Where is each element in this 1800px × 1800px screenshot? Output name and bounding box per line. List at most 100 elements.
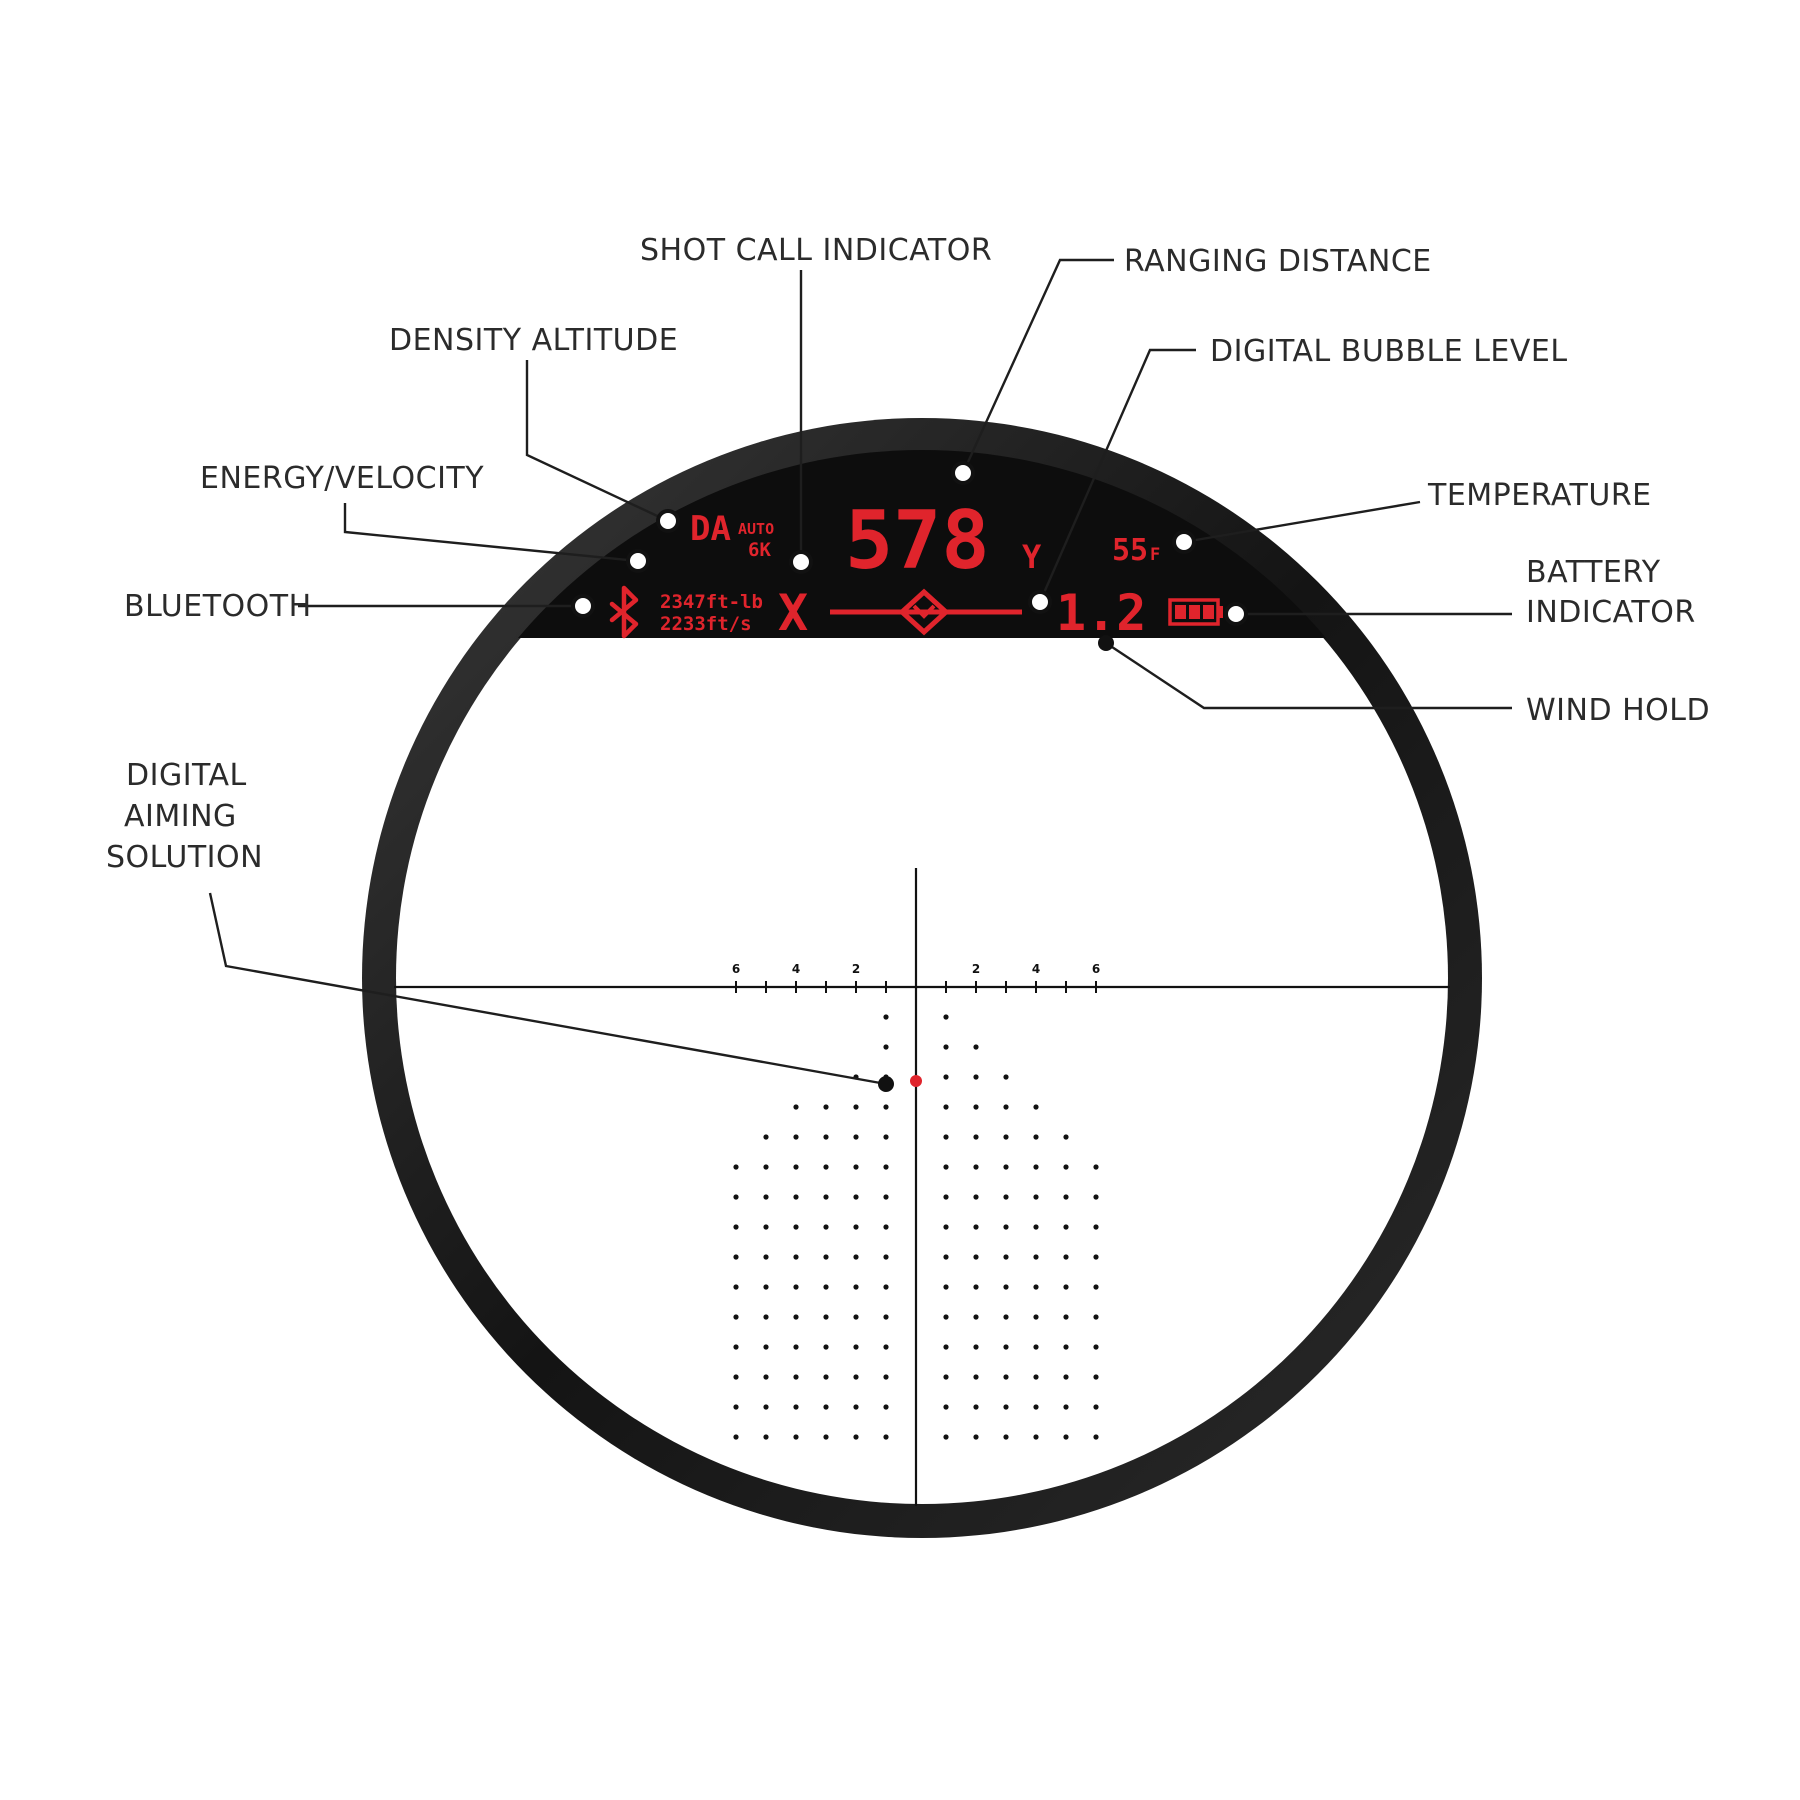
- reticle-dot: [973, 1074, 979, 1080]
- reticle-dot: [1033, 1194, 1039, 1200]
- reticle-dot: [943, 1254, 949, 1260]
- reticle-dot: [733, 1314, 739, 1320]
- reticle-dot: [823, 1194, 829, 1200]
- label-battery-line1: BATTERY: [1526, 555, 1661, 590]
- reticle-dot-grid: [733, 1014, 1099, 1440]
- reticle-dot: [1033, 1314, 1039, 1320]
- reticle-dot: [1033, 1224, 1039, 1230]
- label-aiming-line3: SOLUTION: [106, 840, 263, 875]
- temperature-unit: F: [1150, 545, 1160, 565]
- reticle-dot: [763, 1164, 769, 1170]
- label-temperature: TEMPERATURE: [1427, 478, 1652, 513]
- reticle-dot: [883, 1344, 889, 1350]
- reticle-dot: [733, 1224, 739, 1230]
- reticle-dot: [1063, 1254, 1069, 1260]
- reticle-dot: [1003, 1194, 1009, 1200]
- reticle-dot: [973, 1134, 979, 1140]
- reticle-dot: [793, 1254, 799, 1260]
- reticle-dot: [853, 1434, 859, 1440]
- reticle-dot: [1033, 1284, 1039, 1290]
- reticle-dot: [973, 1224, 979, 1230]
- reticle-dot: [943, 1344, 949, 1350]
- reticle-dot: [1093, 1254, 1099, 1260]
- reticle-dot: [883, 1404, 889, 1410]
- reticle-dot: [1033, 1134, 1039, 1140]
- reticle-dot: [733, 1404, 739, 1410]
- reticle-dot: [1033, 1104, 1039, 1110]
- reticle-dot: [943, 1134, 949, 1140]
- reticle-dot: [763, 1134, 769, 1140]
- reticle-dot: [823, 1224, 829, 1230]
- scale-label: 4: [792, 962, 800, 976]
- reticle-dot: [883, 1284, 889, 1290]
- reticle-dot: [973, 1314, 979, 1320]
- label-digital-bubble-level: DIGITAL BUBBLE LEVEL: [1210, 334, 1568, 369]
- scale-label: 6: [1092, 962, 1100, 976]
- reticle-dot: [1093, 1404, 1099, 1410]
- reticle-dot: [733, 1344, 739, 1350]
- reticle-dot: [943, 1074, 949, 1080]
- leader-lines: [208, 258, 1512, 1086]
- reticle-dot: [973, 1164, 979, 1170]
- reticle-dot: [973, 1044, 979, 1050]
- velocity-value: 2233ft/s: [660, 613, 752, 635]
- reticle-dot: [943, 1434, 949, 1440]
- reticle-dot: [793, 1344, 799, 1350]
- label-wind-hold: WIND HOLD: [1526, 693, 1710, 728]
- reticle-dot: [733, 1194, 739, 1200]
- shot-call-mark: X: [778, 584, 808, 642]
- reticle-dot: [823, 1104, 829, 1110]
- reticle-dot: [763, 1194, 769, 1200]
- reticle-dot: [883, 1434, 889, 1440]
- scale-label: 2: [852, 962, 860, 976]
- reticle-dot: [973, 1404, 979, 1410]
- scale-label: 2: [972, 962, 980, 976]
- scale-label: 6: [732, 962, 740, 976]
- reticle-dot: [943, 1404, 949, 1410]
- reticle-dot: [763, 1404, 769, 1410]
- reticle-dot: [823, 1404, 829, 1410]
- reticle-dot: [823, 1374, 829, 1380]
- label-density-altitude: DENSITY ALTITUDE: [389, 323, 678, 358]
- reticle-dot: [733, 1164, 739, 1170]
- reticle-dot: [823, 1134, 829, 1140]
- reticle-dot: [1003, 1314, 1009, 1320]
- reticle-dot: [1033, 1434, 1039, 1440]
- reticle-dot: [793, 1224, 799, 1230]
- reticle-dot: [1003, 1284, 1009, 1290]
- reticle-dot: [733, 1434, 739, 1440]
- reticle-dot: [793, 1194, 799, 1200]
- reticle-dot: [823, 1254, 829, 1260]
- reticle-dot: [943, 1374, 949, 1380]
- bluetooth-icon: [609, 585, 639, 639]
- reticle-dot: [973, 1344, 979, 1350]
- reticle-dot: [823, 1434, 829, 1440]
- reticle-dot: [853, 1104, 859, 1110]
- reticle-dot: [1033, 1254, 1039, 1260]
- reticle-dot: [973, 1194, 979, 1200]
- reticle-dot: [733, 1254, 739, 1260]
- reticle-dot: [883, 1194, 889, 1200]
- label-aiming-line2: AIMING: [124, 799, 237, 834]
- reticle-dot: [1063, 1164, 1069, 1170]
- reticle-dot: [1033, 1344, 1039, 1350]
- reticle-dot: [943, 1104, 949, 1110]
- reticle-dot: [823, 1164, 829, 1170]
- reticle-dot: [1003, 1164, 1009, 1170]
- reticle-dot: [943, 1014, 949, 1020]
- reticle-dot: [1003, 1344, 1009, 1350]
- reticle-dot: [973, 1104, 979, 1110]
- reticle-dot: [1093, 1434, 1099, 1440]
- reticle-dot: [1003, 1434, 1009, 1440]
- reticle-dot: [1063, 1374, 1069, 1380]
- reticle-dot: [853, 1374, 859, 1380]
- reticle-dot: [883, 1164, 889, 1170]
- reticle-dot: [1003, 1224, 1009, 1230]
- reticle-dot: [1093, 1194, 1099, 1200]
- reticle-dot: [1003, 1374, 1009, 1380]
- reticle-dot: [823, 1344, 829, 1350]
- hud-display: DA AUTO 6K 578 Y 55 F 2347ft-lb 2233ft/s…: [609, 494, 1223, 642]
- label-bluetooth: BLUETOOTH: [124, 589, 312, 624]
- reticle-dot: [1093, 1284, 1099, 1290]
